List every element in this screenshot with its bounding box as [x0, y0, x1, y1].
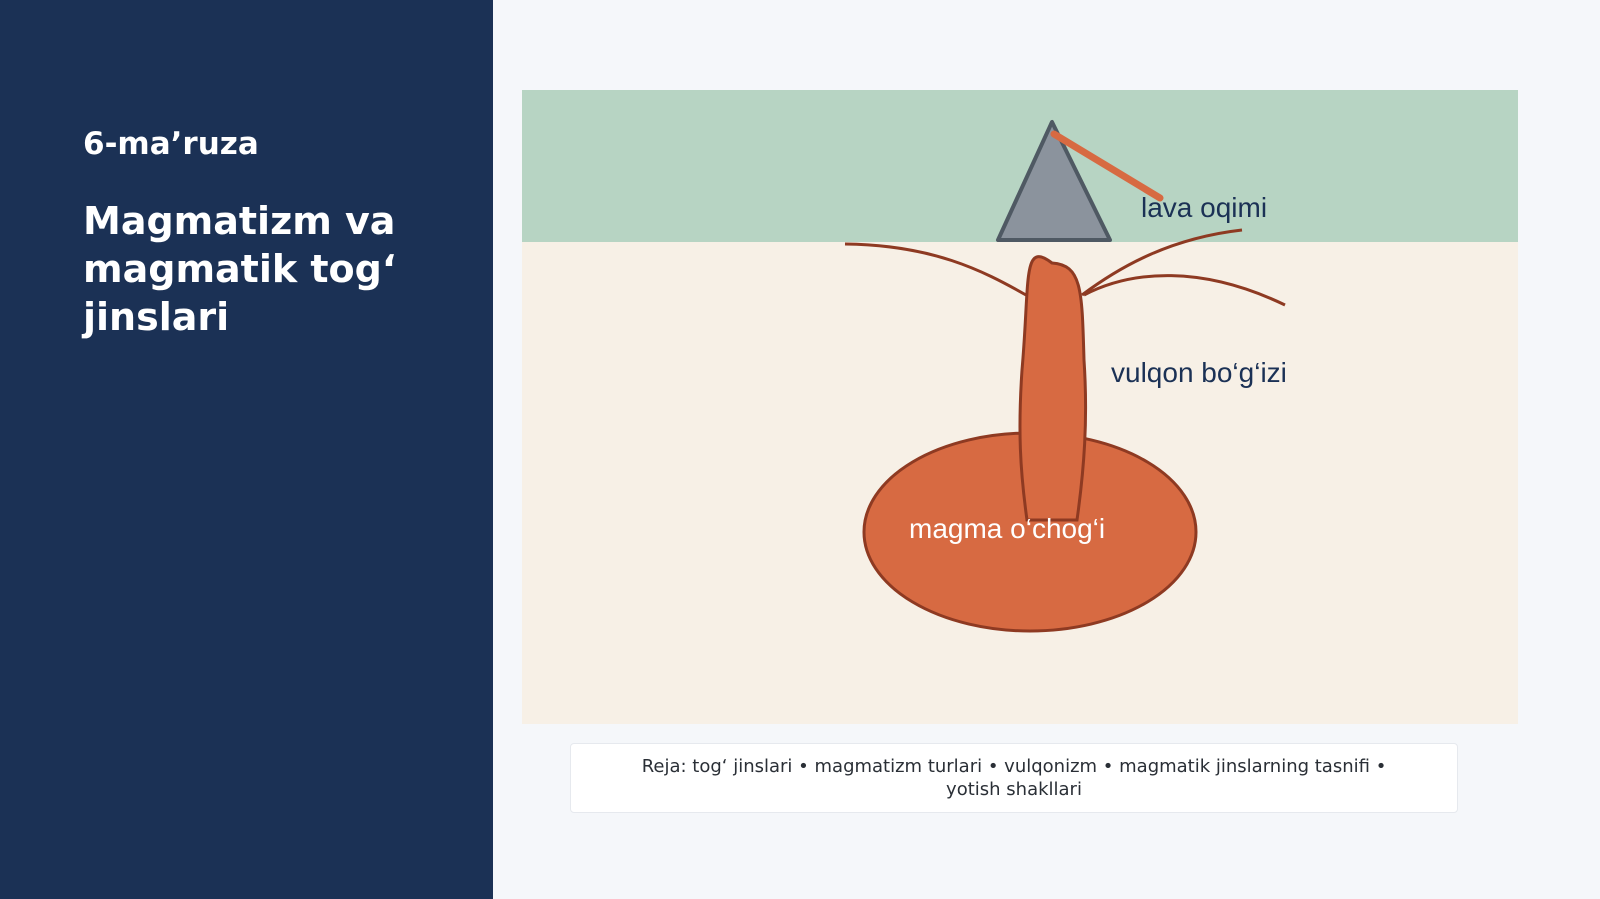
- dike-right-upper: [1081, 228, 1243, 297]
- volcano-diagram-svg: lava oqimi vulqon bo‘g‘izi magma o‘chog‘…: [522, 90, 1518, 724]
- label-volcanic-conduit: vulqon bo‘g‘izi: [1111, 357, 1287, 388]
- caption-text: Reja: tog‘ jinslari • magmatizm turlari …: [641, 756, 1387, 800]
- sidebar-panel: 6-ma’ruza Magmatizm va magmatik tog‘ jin…: [0, 0, 493, 899]
- label-magma-chamber: magma o‘chog‘i: [909, 513, 1105, 544]
- label-lava-flow: lava oqimi: [1141, 192, 1267, 223]
- dike-right-lower: [1083, 274, 1286, 307]
- volcano-cone: [996, 120, 1112, 242]
- lecture-title: Magmatizm va magmatik tog‘ jinslari: [83, 199, 397, 339]
- dike-left: [844, 242, 1027, 297]
- volcano-diagram: lava oqimi vulqon bo‘g‘izi magma o‘chog‘…: [522, 90, 1518, 724]
- lava-flow-stream: [1050, 130, 1164, 202]
- volcanic-conduit: [1018, 255, 1088, 522]
- caption-box: Reja: tog‘ jinslari • magmatizm turlari …: [570, 743, 1458, 813]
- lecture-number: 6-ma’ruza: [83, 126, 259, 162]
